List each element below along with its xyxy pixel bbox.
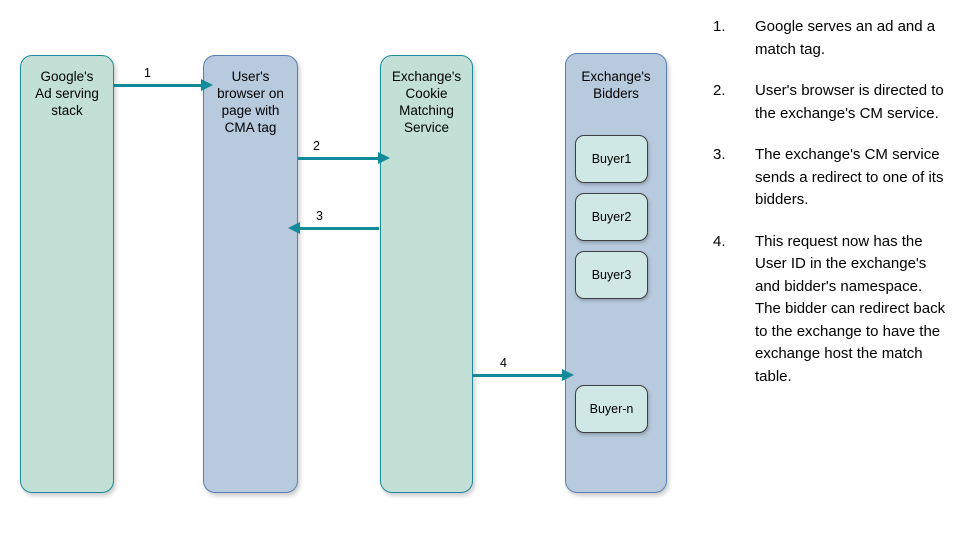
buyer-box: Buyer3 [575,251,648,299]
step-item: 2. User's browser is directed to the exc… [713,80,951,125]
step-number: 4. [713,232,726,250]
flow-arrow-4-right-icon [473,369,574,381]
steps-list: 1. Google serves an ad and a match tag. … [713,16,951,407]
flow-arrow-3-left-icon [288,222,379,234]
step-number: 3. [713,146,726,163]
flow-arrow-1-right-icon [114,79,213,91]
flow-arrow-2-right-icon [298,152,390,164]
flow-arrow-2-label: 2 [313,139,320,153]
buyer-box: Buyer-n [575,385,648,433]
buyer-box: Buyer2 [575,193,648,241]
step-item: 4. This request now has the User ID in t… [713,231,951,389]
buyer-label: Buyer3 [591,268,632,282]
buyer-box: Buyer1 [575,135,648,183]
buyer-label: Buyer2 [591,210,632,224]
flow-arrow-3-label: 3 [316,209,323,223]
step-text: The exchange's CM service sends a redire… [755,146,944,208]
step-text: This request now has the User ID in the … [755,232,946,385]
flow-arrow-4-label: 4 [500,356,507,370]
step-item: 1. Google serves an ad and a match tag. [713,16,951,61]
step-number: 1. [713,18,726,35]
step-item: 3. The exchange's CM service sends a red… [713,144,951,212]
step-text: User's browser is directed to the exchan… [755,82,944,122]
buyer-label: Buyer-n [589,402,634,416]
step-number: 2. [713,82,726,99]
buyer-label: Buyer1 [591,152,632,166]
flow-arrow-1-label: 1 [144,66,151,80]
step-text: Google serves an ad and a match tag. [755,18,936,58]
